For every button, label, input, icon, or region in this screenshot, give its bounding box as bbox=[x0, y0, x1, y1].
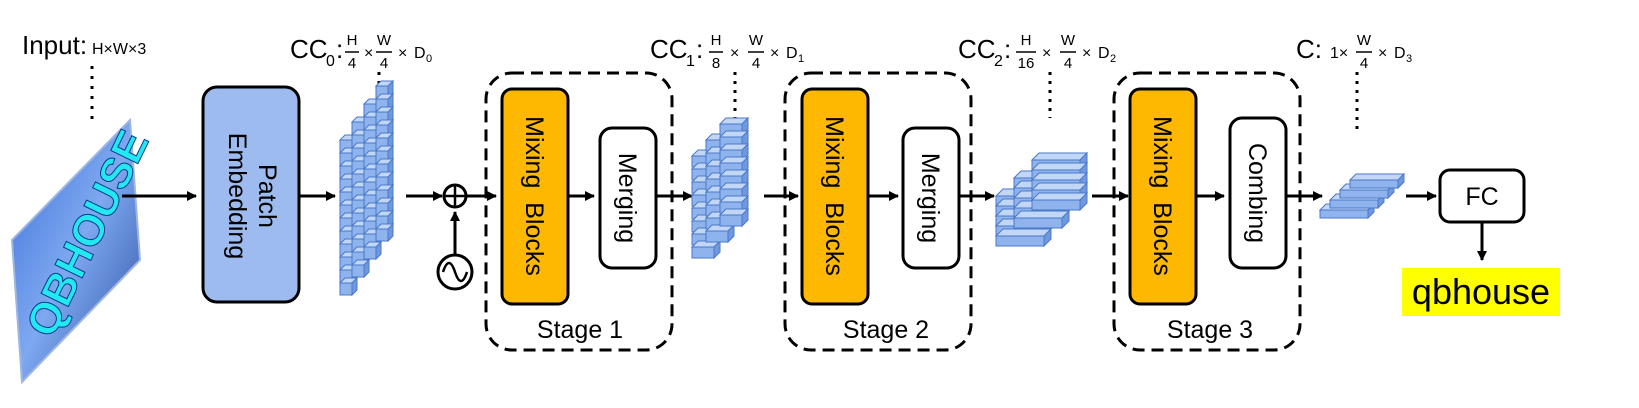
cc1-frac2-num: W bbox=[749, 32, 764, 49]
stage1-label: Stage 1 bbox=[537, 316, 623, 344]
cc0-frac1-num: H bbox=[347, 32, 358, 49]
input-dims: H×W×3 bbox=[92, 41, 146, 58]
cc0-name: CC bbox=[290, 34, 328, 64]
cc0-d: D bbox=[414, 45, 426, 62]
cc0-times2: × bbox=[398, 45, 407, 62]
feature-cube-face bbox=[1030, 192, 1089, 201]
stage3-combing-box bbox=[1228, 116, 1288, 270]
feature-cube-face bbox=[351, 264, 365, 278]
cc0-dsub: 0 bbox=[426, 53, 432, 65]
cc1-name: CC bbox=[650, 34, 688, 64]
stage1-mixing-label: Mixing Blocks bbox=[520, 116, 548, 276]
patch-embedding-label: Patch Embedding bbox=[223, 133, 281, 259]
feature-cube-face bbox=[1339, 189, 1389, 199]
feature-cube-face bbox=[1348, 173, 1406, 181]
feature-cube-face bbox=[1012, 210, 1071, 219]
cc1-times2: × bbox=[770, 45, 779, 62]
cc0-frac2-den: 4 bbox=[380, 55, 388, 72]
fc-label: FC bbox=[1465, 183, 1498, 211]
feature-cube-face bbox=[1349, 179, 1399, 189]
cc0-colon: : bbox=[336, 34, 343, 64]
cc0-times1: × bbox=[364, 45, 373, 62]
output-highlight bbox=[1402, 268, 1560, 316]
patch-embedding-line1: Patch bbox=[253, 164, 281, 228]
cc1-frac1-den: 8 bbox=[712, 55, 720, 72]
input-label: Input: H×W×3 bbox=[22, 30, 146, 60]
feature-cube-face bbox=[1030, 162, 1089, 171]
cc1-times1: × bbox=[730, 45, 739, 62]
feature-cube-face bbox=[1329, 199, 1379, 209]
feature-cube-face bbox=[1031, 199, 1081, 211]
feature-cube-face bbox=[1319, 209, 1369, 219]
c-name: C: bbox=[1296, 34, 1322, 64]
stage2-label: Stage 2 bbox=[843, 316, 929, 344]
cc2-times2: × bbox=[1082, 45, 1091, 62]
feature-cube-face bbox=[719, 214, 743, 227]
c-frac2-num: W bbox=[1357, 32, 1372, 49]
c-dsub: 3 bbox=[1406, 53, 1412, 65]
cc1-colon: : bbox=[696, 34, 703, 64]
cc1-sub: 1 bbox=[686, 53, 695, 70]
cc0-frac1-den: 4 bbox=[348, 55, 356, 72]
cc2-d: D bbox=[1098, 45, 1110, 62]
cc0-sub: 0 bbox=[326, 53, 335, 70]
input-image: QBHOUSE bbox=[10, 117, 159, 385]
cc2-times1: × bbox=[1042, 45, 1051, 62]
c-label: C: 1× W 4 × D 3 bbox=[1296, 32, 1412, 72]
stage2-merging-label: Merging bbox=[916, 153, 944, 243]
feature-cube-face bbox=[375, 228, 389, 242]
feature-cube-face bbox=[1030, 152, 1089, 161]
cc2-frac1-den: 16 bbox=[1018, 55, 1035, 72]
cc2-name: CC bbox=[958, 34, 996, 64]
patch-embedding-line2: Embedding bbox=[223, 133, 251, 259]
input-title: Input: bbox=[22, 30, 87, 60]
stage1-merging-box bbox=[598, 126, 658, 270]
feature-cube-face bbox=[1030, 182, 1089, 191]
stage1-merging-label: Merging bbox=[613, 153, 641, 243]
c-d: D bbox=[1394, 45, 1406, 62]
feature-cube-face bbox=[994, 228, 1053, 237]
feature-cube-face bbox=[339, 282, 353, 296]
cc1-d: D bbox=[786, 45, 798, 62]
cc1-label: CC 1 : H 8 × W 4 × D 1 bbox=[650, 32, 804, 72]
feature-cube-face bbox=[705, 230, 729, 243]
output-text: qbhouse bbox=[1412, 271, 1550, 312]
cc2-dsub: 2 bbox=[1110, 53, 1116, 65]
feature-cube-face bbox=[1013, 217, 1063, 229]
cc2-colon: : bbox=[1004, 34, 1011, 64]
c-one: 1× bbox=[1330, 45, 1348, 62]
feature-cube-face bbox=[691, 246, 715, 259]
cc2-label: CC 2 : H 16 × W 4 × D 2 bbox=[958, 32, 1116, 72]
stage1-frame bbox=[484, 71, 674, 352]
stage2-merging-box bbox=[901, 126, 961, 270]
feature-cube-face bbox=[1030, 172, 1089, 181]
stage2-frame bbox=[783, 71, 973, 352]
cc2-feature-cubes bbox=[994, 151, 1089, 248]
stage3-frame bbox=[1112, 71, 1302, 352]
stage3-label: Stage 3 bbox=[1167, 316, 1253, 344]
cc1-feature-cubes bbox=[690, 116, 750, 260]
stage3-combing-label: Combing bbox=[1243, 143, 1271, 243]
stage2-mixing-label: Mixing Blocks bbox=[820, 116, 848, 276]
feature-cube-face bbox=[995, 235, 1045, 247]
c-feature-cubes bbox=[1318, 172, 1406, 220]
cc0-frac2-num: W bbox=[377, 32, 392, 49]
cc2-frac2-num: W bbox=[1061, 32, 1076, 49]
c-times2: × bbox=[1378, 45, 1387, 62]
cc2-sub: 2 bbox=[994, 53, 1003, 70]
feature-cube-face bbox=[363, 246, 377, 260]
stage3-mixing-label: Mixing Blocks bbox=[1148, 116, 1176, 276]
cc2-frac2-den: 4 bbox=[1064, 55, 1072, 72]
cc0-feature-cubes bbox=[338, 79, 395, 297]
cc0-label: CC 0 : H 4 × W 4 × D 0 bbox=[290, 32, 432, 72]
cc1-dsub: 1 bbox=[798, 53, 804, 65]
cc2-frac1-num: H bbox=[1021, 32, 1032, 49]
cc1-frac2-den: 4 bbox=[752, 55, 760, 72]
c-frac2-den: 4 bbox=[1360, 55, 1368, 72]
cc1-frac1-num: H bbox=[711, 32, 722, 49]
